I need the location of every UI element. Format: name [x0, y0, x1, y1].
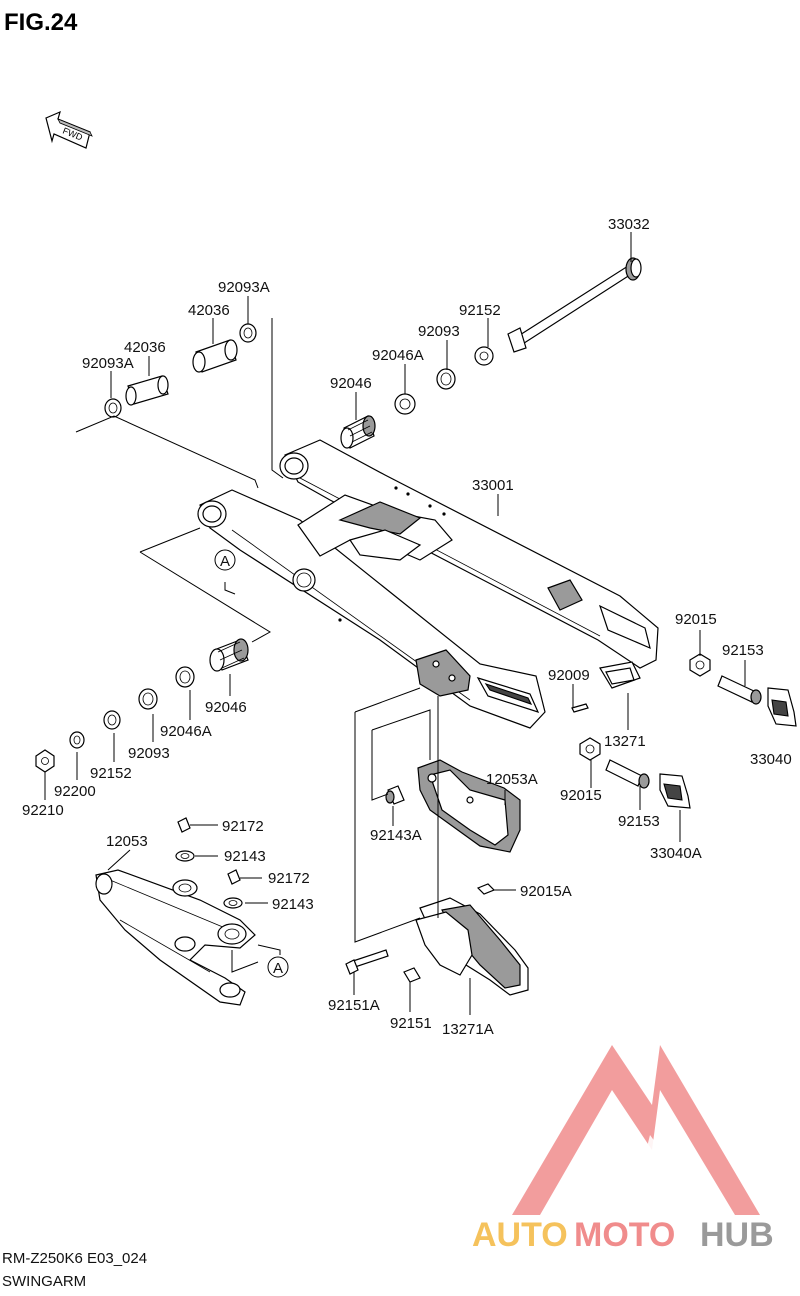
logo-inner-m: [575, 1125, 690, 1190]
label-92153-mid: 92153: [618, 813, 660, 830]
svg-text:A: A: [220, 553, 230, 570]
swingarm-body: [197, 439, 659, 729]
upper-left-bushings: [104, 323, 257, 418]
ref-a-upper: A: [214, 549, 236, 571]
figure-code: RM-Z250K6 E03_024: [2, 1250, 147, 1267]
logo-word-hub: HUB: [700, 1216, 774, 1254]
cushion-lever: [95, 817, 256, 1006]
automotohub-logo: AUTO MOTO HUB: [472, 1045, 774, 1254]
part-labels: 33032 92093A 42036 92152 42036 92093 920…: [22, 216, 792, 1038]
label-92151A: 92151A: [328, 997, 380, 1014]
pivot-shaft: [507, 257, 642, 353]
logo-word-auto: AUTO: [472, 1216, 568, 1254]
ref-a-lower: A: [267, 956, 289, 978]
label-92009: 92009: [548, 667, 590, 684]
label-33040A: 33040A: [650, 845, 702, 862]
label-92093-top: 92093: [418, 323, 460, 340]
svg-text:A: A: [273, 960, 283, 977]
label-33001: 33001: [472, 477, 514, 494]
label-42036-mid: 42036: [124, 339, 166, 356]
leader-lines: [44, 232, 746, 1015]
label-92015A: 92015A: [520, 883, 572, 900]
label-92200: 92200: [54, 783, 96, 800]
axle-adjusters-right: [571, 653, 797, 809]
label-33032: 33032: [608, 216, 650, 233]
label-92210: 92210: [22, 802, 64, 819]
label-92172-a: 92172: [222, 818, 264, 835]
label-92046A-low: 92046A: [160, 723, 212, 740]
fwd-arrow-icon: FWD: [45, 110, 93, 149]
label-92093-low: 92093: [128, 745, 170, 762]
label-92046-low: 92046: [205, 699, 247, 716]
label-12053: 12053: [106, 833, 148, 850]
label-92015-right: 92015: [675, 611, 717, 628]
label-92046A-top: 92046A: [372, 347, 424, 364]
lower-left-bearings: [35, 638, 249, 773]
figure-title: FIG.24: [4, 9, 78, 36]
label-92151: 92151: [390, 1015, 432, 1032]
label-92046-top: 92046: [330, 375, 372, 392]
label-92143A: 92143A: [370, 827, 422, 844]
logo-triangle: [512, 1045, 760, 1215]
label-13271: 13271: [604, 733, 646, 750]
label-92093A-top: 92093A: [218, 279, 270, 296]
chain-guide: [345, 759, 529, 996]
upper-right-washers: [340, 346, 494, 449]
label-13271A: 13271A: [442, 1021, 494, 1038]
label-92093A-left: 92093A: [82, 355, 134, 372]
label-92153-right: 92153: [722, 642, 764, 659]
label-33040: 33040: [750, 751, 792, 768]
label-92143-b: 92143: [272, 896, 314, 913]
logo-word-moto: MOTO: [574, 1216, 675, 1254]
label-92172-b: 92172: [268, 870, 310, 887]
figure-name: SWINGARM: [2, 1273, 86, 1290]
label-42036-top: 42036: [188, 302, 230, 319]
label-92143-a: 92143: [224, 848, 266, 865]
label-92015-mid: 92015: [560, 787, 602, 804]
label-92152-low: 92152: [90, 765, 132, 782]
label-12053A: 12053A: [486, 771, 538, 788]
label-92152-top: 92152: [459, 302, 501, 319]
